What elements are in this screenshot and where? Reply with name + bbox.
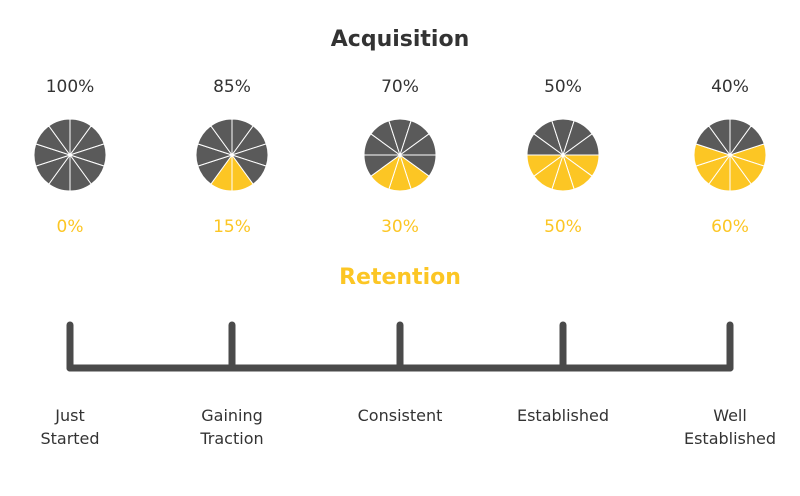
acquisition-percent-label: 50% (544, 77, 582, 97)
stage-label: Established (498, 404, 628, 427)
acquisition-title: Acquisition (330, 27, 470, 52)
acquisition-percent-label: 70% (381, 77, 419, 97)
retention-percent-label: 60% (711, 217, 749, 237)
pie-3 (363, 118, 437, 192)
stage-label-line: Established (516, 406, 610, 425)
stage-label: Consistent (335, 404, 465, 427)
stage-label-line: Traction (200, 429, 264, 448)
stage-label-line: Started (40, 429, 100, 448)
retention-percent-label: 50% (544, 217, 582, 237)
stage-label-line: Well (713, 406, 747, 425)
acquisition-slice (561, 133, 600, 156)
stage-label-line: Gaining (201, 406, 263, 425)
retention-title: Retention (339, 265, 461, 290)
retention-percent-label: 15% (213, 217, 251, 237)
acquisition-slice (230, 154, 267, 185)
stage-timeline (66, 321, 734, 372)
stage-label-line: Consistent (357, 406, 443, 425)
pie-2 (195, 118, 269, 192)
acquisition-slice (728, 125, 765, 156)
acquisition-percent-label: 40% (711, 77, 749, 97)
retention-percent-label: 30% (381, 217, 419, 237)
acquisition-percent-label: 100% (45, 77, 95, 97)
retention-percent-label: 0% (56, 217, 84, 237)
pie-4 (526, 118, 600, 192)
stage-label-line: Established (683, 429, 777, 448)
pie-1 (33, 118, 107, 192)
stage-label-line: Just (55, 406, 85, 425)
pie-5 (693, 118, 767, 192)
acquisition-percent-label: 85% (213, 77, 251, 97)
acquisition-slice (69, 153, 92, 192)
pie-charts (33, 118, 767, 192)
acquisition-slice (398, 154, 437, 177)
